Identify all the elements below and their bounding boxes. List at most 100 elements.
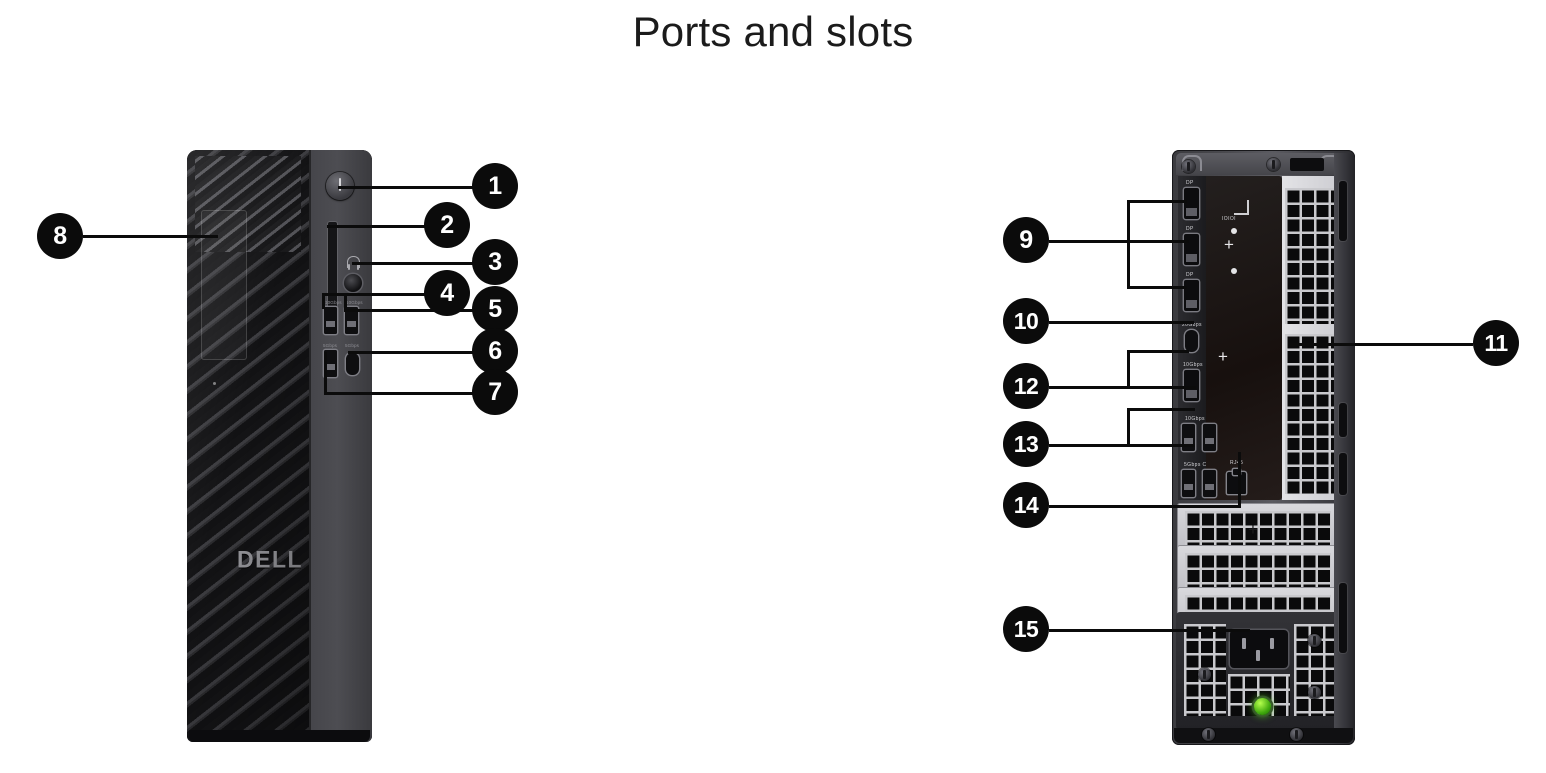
callout-12[interactable]: 12: [1003, 363, 1049, 409]
page-title: Ports and slots: [632, 8, 914, 55]
callout-7[interactable]: 7: [472, 369, 518, 415]
leader-line-15: [1049, 629, 1250, 632]
power-pin-ground: [1256, 650, 1260, 661]
callout-5[interactable]: 5: [472, 286, 518, 332]
leader-line-9: [1049, 240, 1189, 243]
leader-bracket-9-spine: [1127, 200, 1130, 286]
leader-line-13: [1049, 444, 1195, 447]
callout-6[interactable]: 6: [472, 328, 518, 374]
ethernet-rj45-port[interactable]: [1227, 469, 1246, 494]
kensington-slot-upper[interactable]: [1339, 181, 1347, 241]
front-io-column: 10Gbps 10Gbps 5Gbps 5Gbps: [309, 150, 372, 742]
io-corner-mark: [1234, 200, 1249, 215]
front-bezel-panel-seam: [201, 210, 247, 360]
usb-a-port-rear-2[interactable]: [1203, 424, 1216, 451]
psu-screw-left[interactable]: [1198, 668, 1211, 681]
cable-cover-slot[interactable]: [1339, 583, 1347, 653]
usb-c-port-front[interactable]: [346, 353, 359, 375]
callout-1[interactable]: 1: [472, 163, 518, 209]
callout-14[interactable]: 14: [1003, 482, 1049, 528]
io-plus-upper: +: [1224, 235, 1234, 254]
usb-label-bottom-left: 5Gbps: [323, 343, 338, 348]
callout-3[interactable]: 3: [472, 239, 518, 285]
rear-chassis-foot: [1174, 728, 1353, 743]
displayport-3[interactable]: [1184, 280, 1199, 311]
displayport-1[interactable]: [1184, 188, 1199, 219]
leader-line-7: [324, 392, 478, 395]
psu-diagnostic-led[interactable]: [1254, 698, 1271, 715]
rear-thumbscrew-top[interactable]: [1267, 158, 1280, 171]
usb-label-top-left: 10Gbps: [325, 300, 342, 305]
front-chassis-foot: [189, 730, 370, 742]
power-pin-left: [1242, 638, 1246, 649]
displayport-4[interactable]: [1184, 370, 1199, 401]
leader-bracket-13-arm-top: [1127, 408, 1195, 411]
front-view-chassis: DELL 10Gbps 10Gbps 5Gbps 5Gbps: [187, 150, 372, 742]
callout-9[interactable]: 9: [1003, 217, 1049, 263]
displayport-2[interactable]: [1184, 234, 1199, 265]
rear-foot-screw-left: [1202, 728, 1215, 741]
leader-line-8: [83, 235, 218, 238]
callout-15[interactable]: 15: [1003, 606, 1049, 652]
power-connector-port[interactable]: [1230, 630, 1288, 668]
rear-view-chassis: IOIOI + + DP DP DP 20Gbps 10Gbps 10Gbps …: [1172, 150, 1355, 745]
ethernet-label: RJ45: [1230, 460, 1244, 466]
front-bezel-striped-panel: DELL: [187, 150, 309, 742]
leader-line-1: [338, 186, 478, 189]
leader-line-12: [1049, 386, 1196, 389]
front-chassis-body: DELL 10Gbps 10Gbps 5Gbps 5Gbps: [187, 150, 372, 742]
io-serial-label: IOIOI: [1222, 216, 1236, 222]
callout-4[interactable]: 4: [424, 270, 470, 316]
leader-bracket-9-arm-bottom: [1127, 286, 1187, 289]
psu-screw-right[interactable]: [1308, 634, 1321, 647]
io-dot-lower: [1231, 268, 1237, 274]
usb-bottom-label: 5Gbps C: [1184, 462, 1207, 468]
rear-foot-screw-right: [1290, 728, 1303, 741]
callout-11[interactable]: 11: [1473, 320, 1519, 366]
usb-a-port-front-3[interactable]: [324, 350, 337, 377]
callout-10[interactable]: 10: [1003, 298, 1049, 344]
universal-audio-jack[interactable]: [344, 274, 362, 292]
kensington-slot-lower[interactable]: [1339, 453, 1347, 495]
leader-bracket-9-arm-top: [1127, 200, 1187, 203]
rear-handle-recess: [1290, 158, 1324, 171]
usb-label-top-right: 10Gbps: [346, 300, 363, 305]
leader-line-2: [327, 225, 430, 228]
dell-logo-text: DELL: [237, 545, 304, 573]
usb-a-port-rear-4[interactable]: [1203, 470, 1216, 497]
leader-line-3: [352, 262, 478, 265]
usb-a-port-rear-3[interactable]: [1182, 470, 1195, 497]
usb-label-bottom-right: 5Gbps: [345, 343, 360, 348]
dp-single-label: 10Gbps: [1183, 362, 1203, 368]
slot-cover-vent-1: [1185, 511, 1331, 552]
callout-2[interactable]: 2: [424, 202, 470, 248]
leader-line-14-stem: [1238, 452, 1241, 505]
io-dot-upper: [1231, 228, 1237, 234]
leader-bracket-12-arm-top: [1127, 350, 1189, 353]
callout-13[interactable]: 13: [1003, 421, 1049, 467]
io-plus-lower: +: [1218, 347, 1228, 366]
leader-line-14: [1049, 505, 1241, 508]
dp-label-1: DP: [1186, 180, 1194, 186]
usb-a-port-front-2[interactable]: [345, 307, 358, 334]
slot-cover-plus-1: +: [1248, 520, 1258, 539]
leader-line-11: [1290, 343, 1473, 346]
leader-line-5-stem: [344, 293, 347, 309]
leader-line-10: [1049, 321, 1194, 324]
leader-bracket-12-spine: [1127, 350, 1130, 386]
usb-c-port-rear[interactable]: [1185, 330, 1198, 352]
psu-screw-lower[interactable]: [1308, 686, 1321, 699]
leader-line-4-stem: [322, 293, 325, 309]
usb-a-port-front-1[interactable]: [324, 307, 337, 334]
rear-right-rail: [1334, 153, 1355, 742]
leader-bracket-13-spine: [1127, 408, 1130, 444]
rear-thumbscrew-left[interactable]: [1182, 160, 1195, 173]
sd-card-slot[interactable]: [328, 222, 337, 308]
dp-label-3: DP: [1186, 272, 1194, 278]
callout-8[interactable]: 8: [37, 213, 83, 259]
padlock-loop[interactable]: [1339, 403, 1347, 437]
dp-label-2: DP: [1186, 226, 1194, 232]
rear-chassis-body: IOIOI + + DP DP DP 20Gbps 10Gbps 10Gbps …: [1172, 150, 1355, 745]
dell-logo: DELL: [237, 545, 303, 574]
